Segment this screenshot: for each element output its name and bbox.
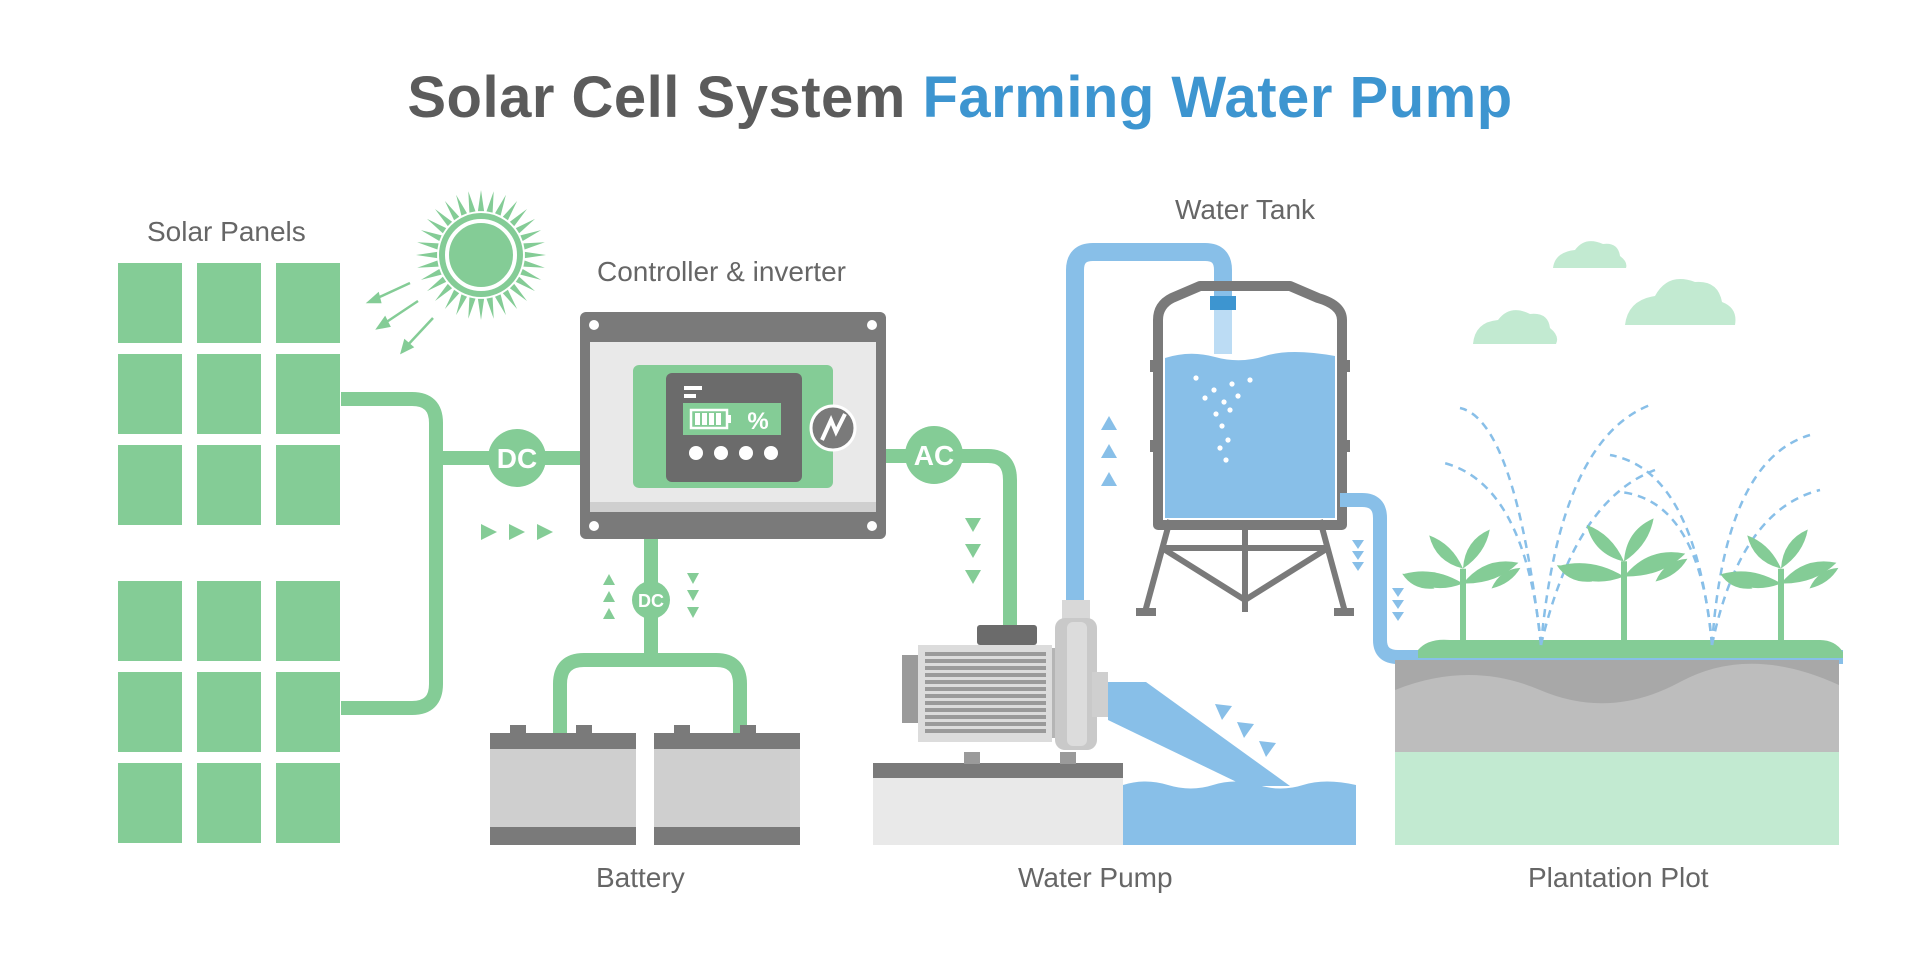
solar-panel-cell xyxy=(118,763,182,843)
plants xyxy=(1402,518,1839,640)
solar-panel-cell xyxy=(118,263,182,343)
sprinkler-water-sprays xyxy=(1439,403,1821,646)
pump-platform xyxy=(873,763,1123,845)
flow-arrows-to-controller xyxy=(481,524,553,540)
flow-arrows-to-pump xyxy=(965,518,981,584)
water-tank xyxy=(1136,281,1354,616)
solar-panel-cell xyxy=(197,581,261,661)
page-title: Solar Cell System Farming Water Pump xyxy=(0,64,1920,131)
ac-badge-text: AC xyxy=(914,440,954,471)
plant-icon xyxy=(1556,518,1688,640)
flow-arrows-up xyxy=(1101,416,1117,486)
solar-panel-cell xyxy=(118,581,182,661)
ac-wiring xyxy=(886,449,1017,628)
title-part-2: Farming Water Pump xyxy=(922,65,1513,130)
solar-panel-cell xyxy=(276,354,340,434)
flow-arrows-battery xyxy=(603,573,699,619)
sun-icon xyxy=(416,190,546,320)
solar-panel-cell xyxy=(276,581,340,661)
pipe-pump-to-tank xyxy=(1066,243,1232,600)
dc-badge: DC xyxy=(488,429,546,487)
solar-panel-cell xyxy=(276,263,340,343)
sunlight-arrows-icon xyxy=(365,281,434,355)
water-pump xyxy=(902,600,1108,764)
battery-level-icon xyxy=(689,408,731,430)
solar-panel-cell xyxy=(197,263,261,343)
plant-icon xyxy=(1720,529,1839,640)
battery-left xyxy=(490,725,636,845)
plantation-plot xyxy=(1395,639,1843,845)
flow-arrows-down xyxy=(1352,540,1404,621)
ac-badge: AC xyxy=(905,426,963,484)
solar-panel-array-top xyxy=(118,263,340,525)
pipe-tank-to-plot xyxy=(1340,493,1843,664)
solar-panel-cell xyxy=(197,354,261,434)
label-water-tank: Water Tank xyxy=(1175,194,1316,225)
solar-panel-cell xyxy=(197,445,261,525)
plant-icon xyxy=(1402,529,1521,640)
label-battery: Battery xyxy=(596,862,685,893)
dc-small-badge: DC xyxy=(632,581,670,619)
label-plantation-plot: Plantation Plot xyxy=(1528,862,1709,893)
title-part-1: Solar Cell System xyxy=(407,65,906,130)
label-solar-panels: Solar Panels xyxy=(147,216,306,247)
solar-panel-cell xyxy=(197,672,261,752)
battery-right xyxy=(654,725,800,845)
solar-panel-cell xyxy=(276,445,340,525)
solar-panel-cell xyxy=(197,763,261,843)
panel-wiring xyxy=(341,392,580,715)
lightning-icon xyxy=(809,404,857,452)
solar-panel-array-bottom xyxy=(118,581,340,843)
battery-wiring xyxy=(553,539,747,733)
solar-panel-cell xyxy=(276,672,340,752)
solar-panel-cell xyxy=(118,354,182,434)
cloud-icons xyxy=(1473,241,1736,344)
solar-panel-cell xyxy=(118,672,182,752)
dc-badge-text: DC xyxy=(497,443,537,474)
solar-panel-cell xyxy=(118,445,182,525)
water-source xyxy=(1108,682,1356,845)
label-water-pump: Water Pump xyxy=(1018,862,1173,893)
solar-panel-cell xyxy=(276,763,340,843)
controller-inverter: % xyxy=(580,312,886,539)
label-controller: Controller & inverter xyxy=(597,256,846,287)
dc-small-badge-text: DC xyxy=(638,591,664,611)
display-percent: % xyxy=(747,408,768,435)
